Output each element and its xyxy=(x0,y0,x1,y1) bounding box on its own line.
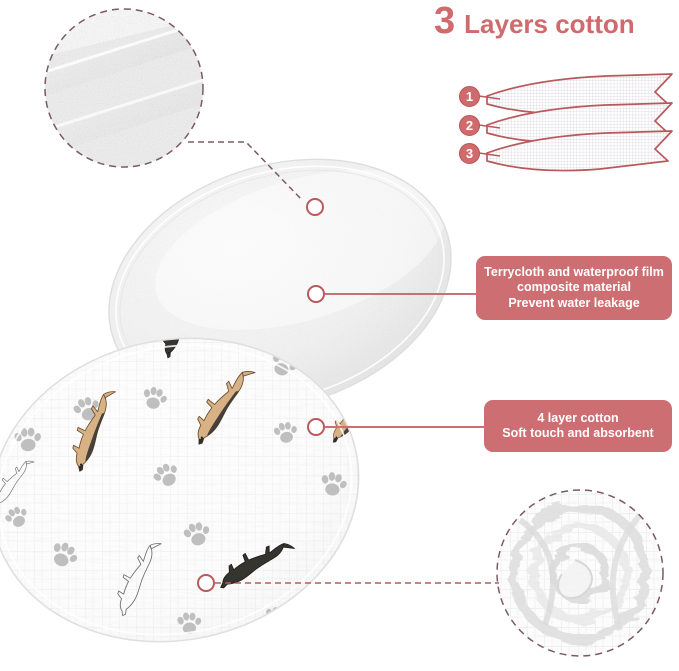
page-title: 3 Layers cotton xyxy=(434,2,635,40)
callout-waterproof-line-1: Terrycloth and waterproof film xyxy=(484,264,664,279)
callout-waterproof-line-2: composite material xyxy=(517,280,631,295)
connector-ring-terrycloth xyxy=(306,198,324,216)
connector-ring-muslin xyxy=(197,574,215,592)
layer-badge-3: 3 xyxy=(459,143,480,164)
callout-cotton: 4 layer cotton Soft touch and absorbent xyxy=(484,400,672,452)
german-shepherd-print-pad xyxy=(0,304,387,660)
three-layer-diagram xyxy=(478,73,673,172)
connector-group xyxy=(188,141,499,592)
layer-sheet-3 xyxy=(486,130,673,172)
terrycloth-texture-inset xyxy=(44,8,204,168)
layer-badge-2: 2 xyxy=(459,115,480,136)
headline-text: Layers cotton xyxy=(464,9,635,39)
connector-ring-cotton xyxy=(307,418,325,436)
callout-cotton-line-1: 4 layer cotton xyxy=(537,410,619,425)
callout-waterproof-line-3: Prevent water leakage xyxy=(508,295,640,310)
callout-cotton-line-2: Soft touch and absorbent xyxy=(502,426,654,440)
callout-waterproof: Terrycloth and waterproof film composite… xyxy=(476,256,672,320)
muslin-swirl-texture-inset xyxy=(496,489,664,657)
connector-ring-waterproof xyxy=(307,285,325,303)
layer-badge-1: 1 xyxy=(459,86,480,107)
headline-number: 3 xyxy=(434,0,456,42)
connector-terrycloth-dashed xyxy=(188,141,304,202)
